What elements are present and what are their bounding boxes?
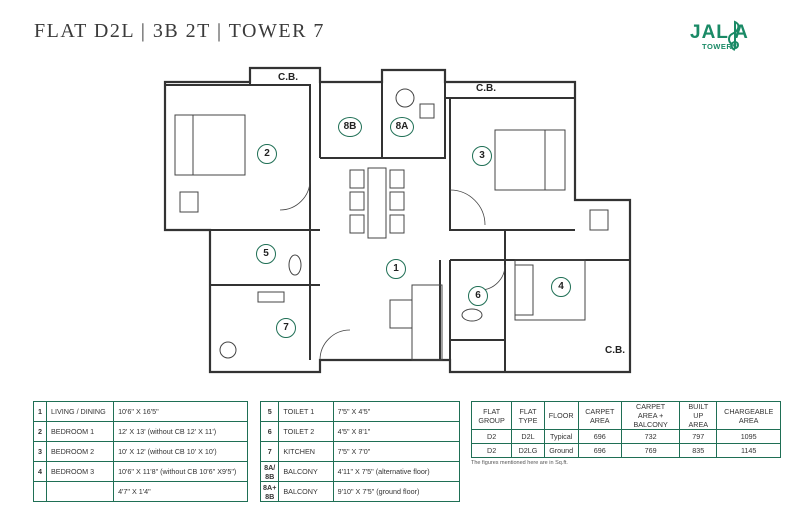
room-badge-5: 5	[256, 244, 276, 264]
room-badge-8b: 8B	[338, 117, 362, 137]
room-badge-1: 1	[386, 259, 406, 279]
room-badge-4: 4	[551, 277, 571, 297]
logo-name: JAL A	[690, 22, 749, 43]
cb-label: C.B.	[605, 345, 625, 356]
cb-label: C.B.	[476, 83, 496, 94]
floor-plan	[163, 66, 632, 374]
cb-label: C.B.	[278, 72, 298, 83]
logo-subtitle: TOWERS	[702, 42, 738, 51]
room-badge-7: 7	[276, 318, 296, 338]
table-row: 4'7" X 1'4"	[33, 481, 248, 502]
room-badge-8a: 8A	[390, 117, 414, 137]
music-clef-icon	[728, 20, 740, 51]
page-title: FLAT D2L | 3B 2T | TOWER 7	[34, 20, 325, 42]
area-note: The figures mentioned here are in Sq.ft.	[471, 460, 568, 466]
brand-logo: JAL A TOWERS	[690, 20, 770, 58]
room-badge-3: 3	[472, 146, 492, 166]
room-badge-6: 6	[468, 286, 488, 306]
room-badge-2: 2	[257, 144, 277, 164]
